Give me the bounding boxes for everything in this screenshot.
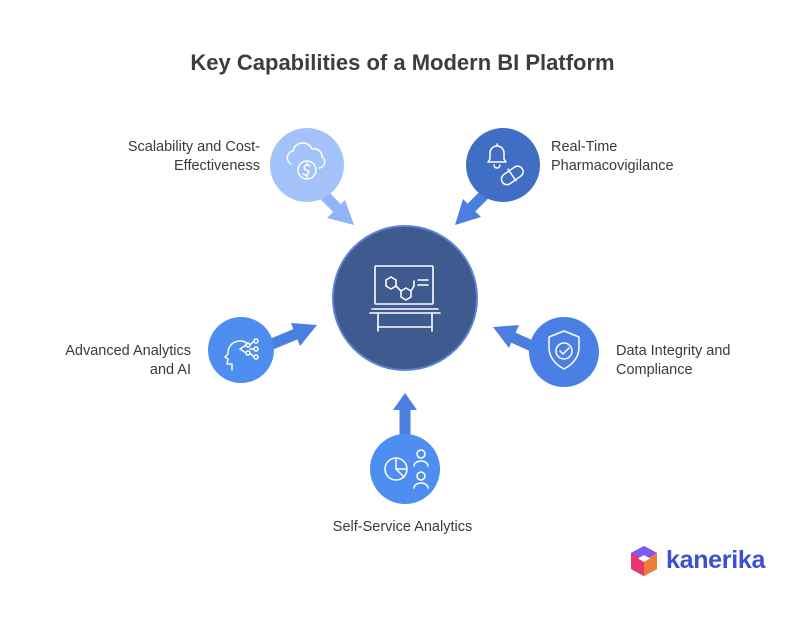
label-scalability: Scalability and Cost- Effectiveness	[127, 139, 260, 174]
node-advanced-analytics	[208, 317, 274, 383]
arrow-data-integrity	[493, 325, 537, 353]
shield-check-icon	[548, 330, 580, 370]
node-data-integrity	[529, 317, 599, 387]
label-data-integrity: Data Integrity and Compliance	[616, 343, 731, 378]
center-node	[332, 225, 478, 371]
arrow-scalability	[319, 190, 354, 225]
pharma-lab-desk-icon	[369, 265, 441, 332]
arrow-realtime	[455, 190, 489, 225]
arrow-self-service	[393, 393, 417, 438]
page-title: Key Capabilities of a Modern BI Platform	[190, 50, 615, 75]
label-advanced-analytics: Advanced Analytics and AI	[65, 343, 191, 378]
kanerika-cube-icon	[631, 546, 657, 576]
logo-text: kanerika	[666, 546, 766, 574]
ai-head-icon	[224, 338, 259, 371]
pie-chart-users-icon	[384, 449, 429, 489]
bell-pill-icon	[487, 143, 524, 186]
cloud-dollar-icon	[286, 142, 326, 180]
node-self-service	[370, 434, 440, 504]
label-self-service: Self-Service Analytics	[332, 519, 473, 535]
node-scalability	[270, 128, 344, 202]
node-realtime	[466, 128, 540, 202]
label-realtime: Real-Time Pharmacovigilance	[551, 139, 674, 174]
arrow-advanced	[269, 323, 317, 350]
kanerika-logo: kanerika	[628, 544, 778, 578]
